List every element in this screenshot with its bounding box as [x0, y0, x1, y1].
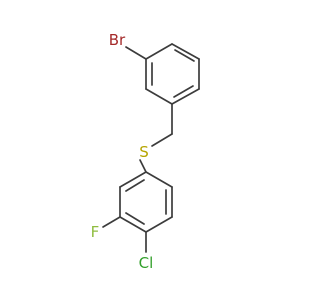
molecule-structure: Br S F Cl — [91, 31, 200, 272]
molecule-canvas: Br S F Cl — [90, 31, 200, 272]
bond-c-f — [102, 216, 121, 228]
bond — [145, 171, 173, 188]
sulfur-label: S — [139, 143, 149, 161]
double-bond — [173, 85, 194, 98]
bond-c-br — [125, 46, 147, 60]
bond-ch2-s — [151, 133, 173, 147]
bond-s-c — [139, 159, 147, 173]
bond — [171, 88, 200, 105]
fluorine-label: F — [91, 223, 100, 241]
bond — [119, 216, 147, 233]
bond — [171, 43, 200, 60]
bond — [145, 216, 173, 233]
bromophenyl-ring — [145, 43, 200, 105]
double-bond — [125, 179, 145, 192]
double-bond — [174, 49, 195, 62]
bond — [145, 43, 173, 60]
bond — [119, 171, 147, 188]
bond — [145, 88, 173, 105]
chlorofluorophenyl-ring — [119, 171, 173, 233]
double-bond — [125, 212, 145, 225]
bromine-label: Br — [109, 31, 126, 49]
chlorine-label: Cl — [139, 254, 154, 272]
